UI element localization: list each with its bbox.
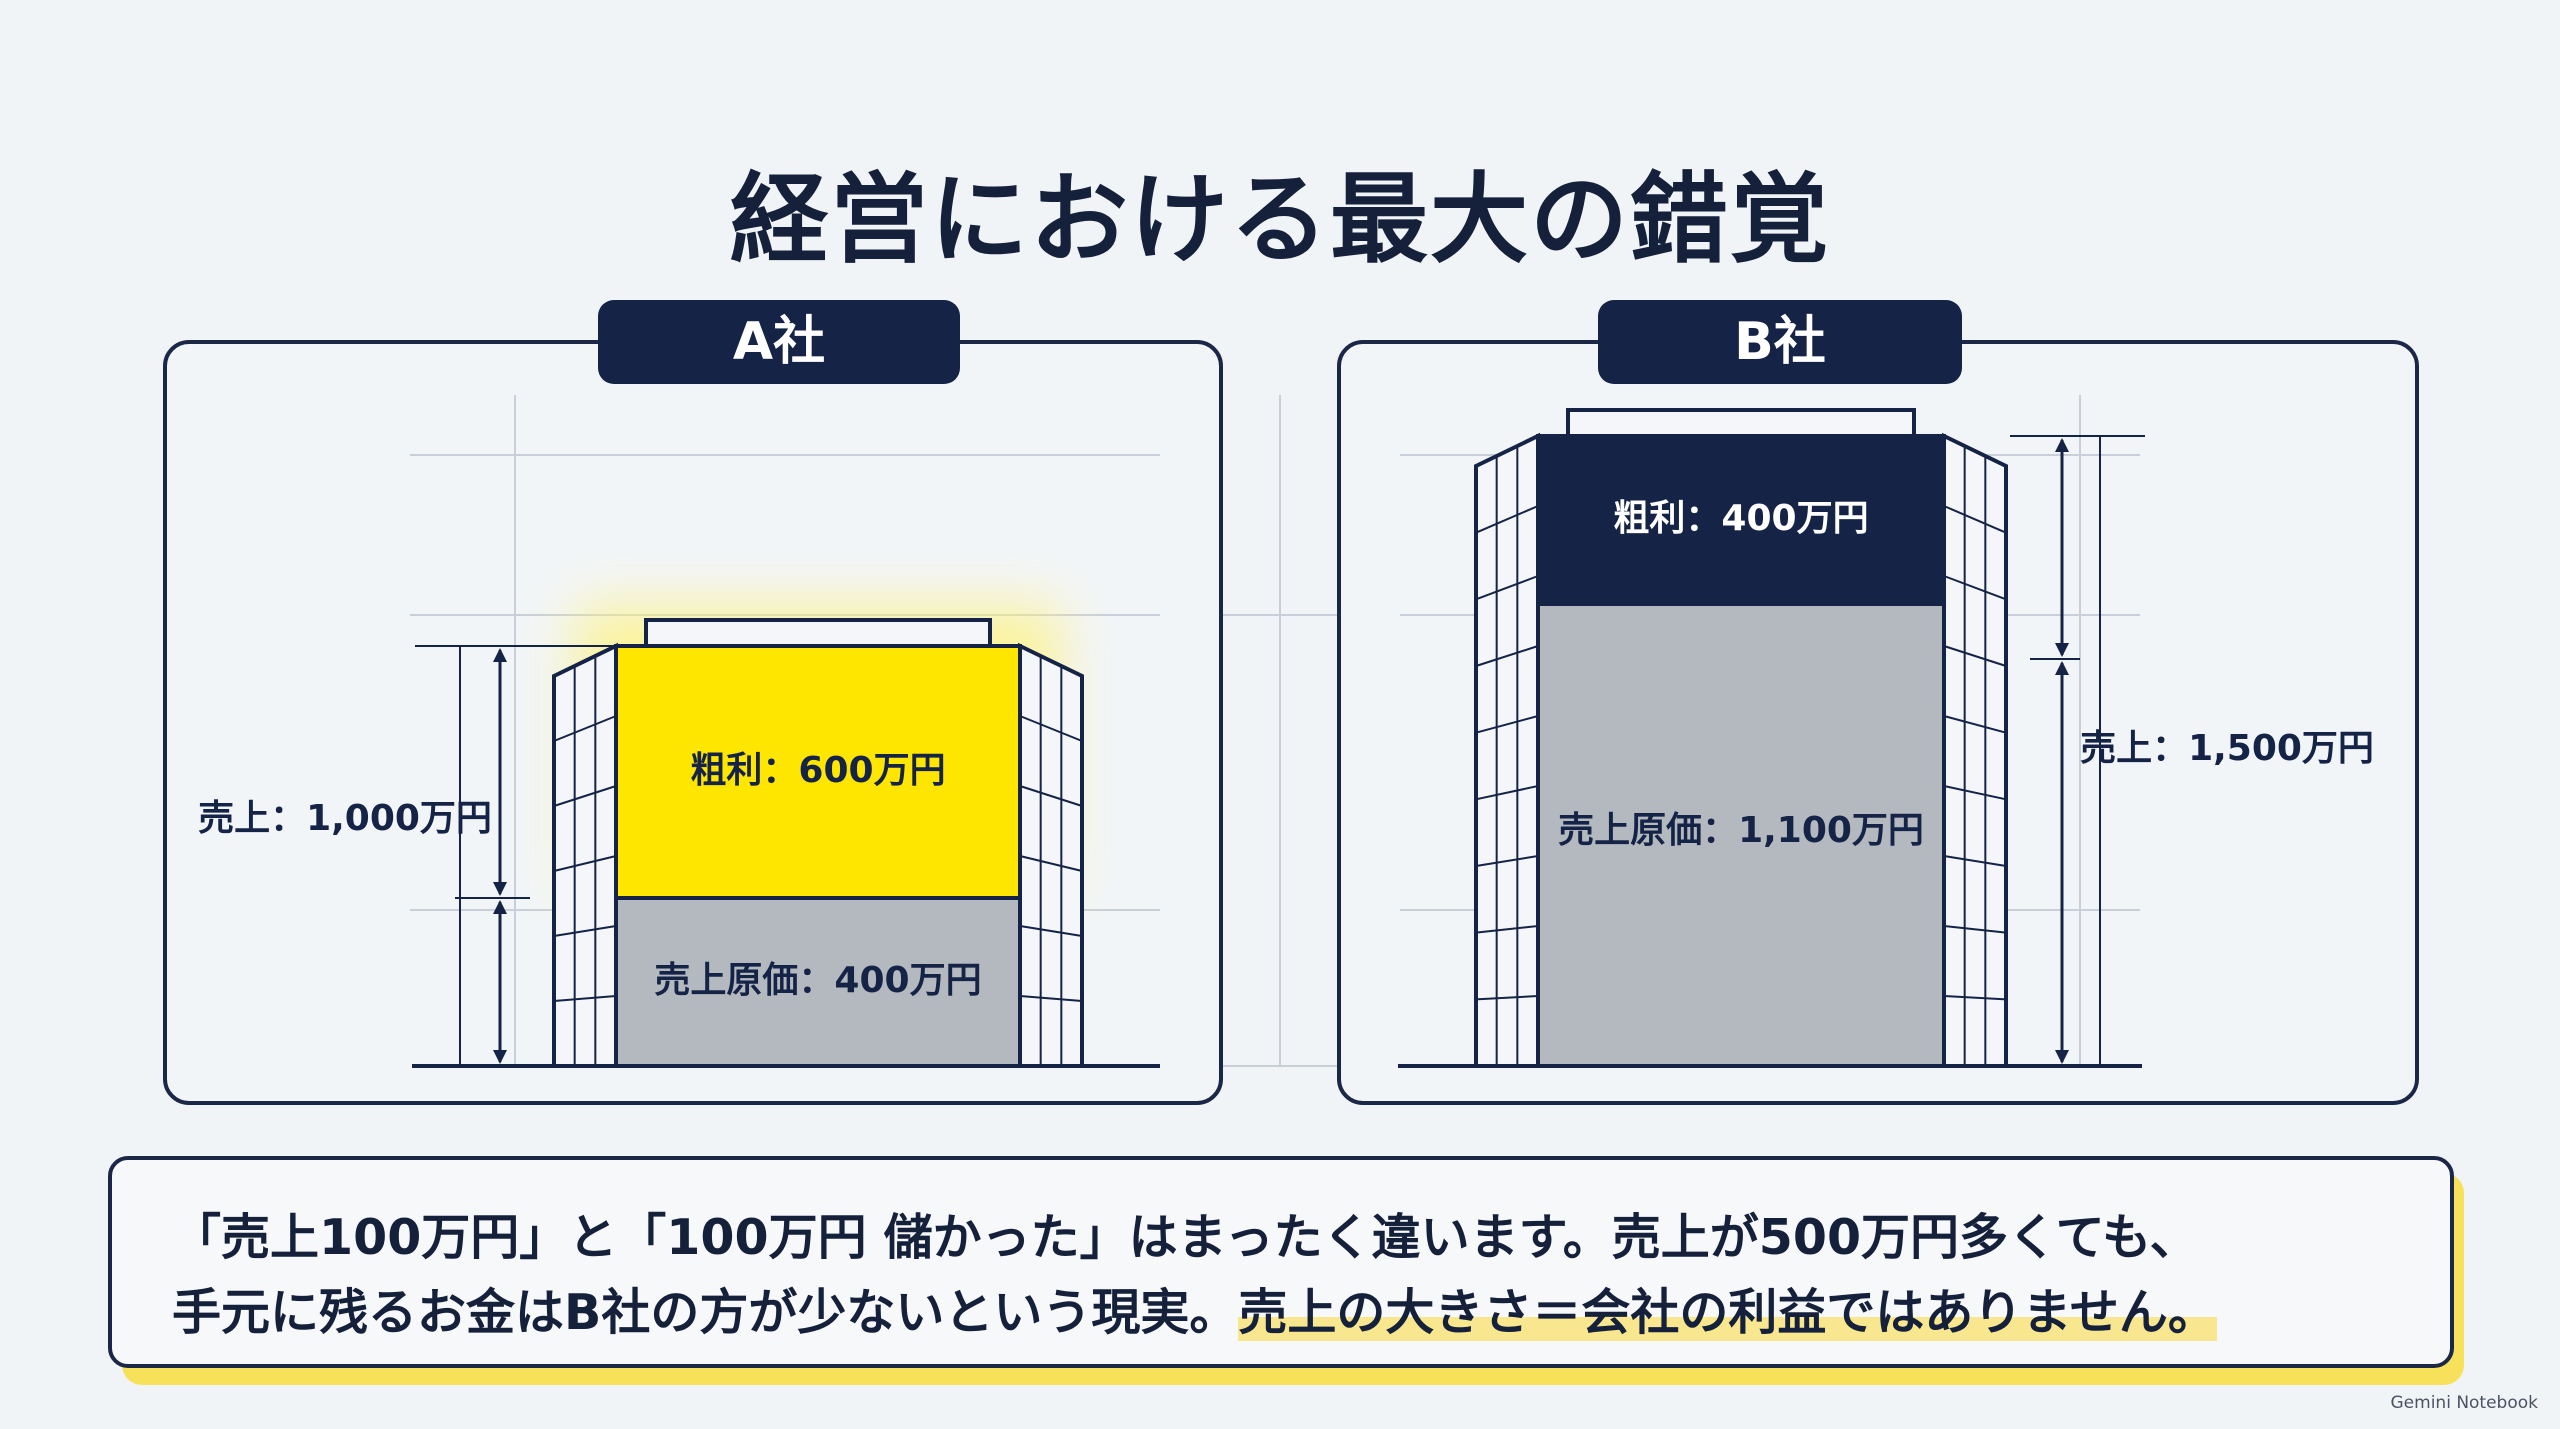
company-a-panel: [163, 340, 1223, 1105]
company-b-tab: B社: [1598, 300, 1962, 384]
message-highlight: 売上の大きさ＝会社の利益ではありません。: [1238, 1284, 2217, 1341]
message-line-1: 「売上100万円」と「100万円 儲かった」はまったく違います。売上が500万円…: [172, 1209, 2199, 1266]
company-a-tab: A社: [598, 300, 960, 384]
company-b-panel: [1337, 340, 2419, 1105]
watermark: Gemini Notebook: [2390, 1393, 2539, 1413]
message-line-2-text: 手元に残るお金はB社の方が少ないという現実。: [172, 1284, 1239, 1341]
message-box: 「売上100万円」と「100万円 儲かった」はまったく違います。売上が500万円…: [108, 1156, 2454, 1368]
message-line-2: 手元に残るお金はB社の方が少ないという現実。売上の大きさ＝会社の利益ではありませ…: [172, 1275, 2390, 1350]
page-title: 経営における最大の錯覚: [729, 163, 1830, 277]
